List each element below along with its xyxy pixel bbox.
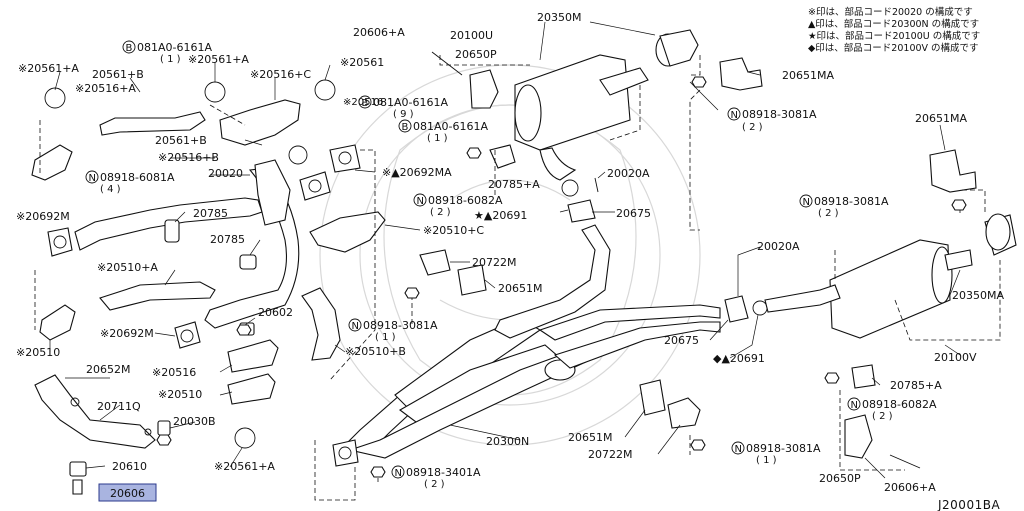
label-20350MA: 20350MA — [952, 289, 1004, 302]
label-20651MA-top: 20651MA — [782, 69, 834, 82]
label-20020: 20020 — [208, 167, 243, 180]
label-20675-mid: 20675 — [664, 334, 699, 347]
guide-lines — [34, 55, 1001, 501]
label-nut-6081: 08918-6081A — [100, 171, 175, 184]
label-20561: ※20561 — [340, 56, 384, 69]
label-20651M-low: 20651M — [568, 431, 612, 444]
legend-line-2: ▲印は、部品コード20300N の構成です — [808, 18, 979, 30]
label-20510-low: ※20510 — [158, 388, 202, 401]
label-20561B-1: 20561+B — [92, 68, 144, 81]
label-20691-top: ★▲20691 — [474, 209, 527, 222]
label-20650P-low: 20650P — [819, 472, 861, 485]
label-20561A-low: ※20561+A — [214, 460, 275, 473]
label-20510A: ※20510+A — [97, 261, 158, 274]
label-20652M: 20652M — [86, 363, 130, 376]
label-20691-mid: ◆▲20691 — [713, 352, 765, 365]
label-nut-3081-top: 08918-3081A — [742, 108, 817, 121]
label-20692MA: ※▲20692MA — [382, 166, 452, 179]
label-nut-3081-right: 08918-3081A — [814, 195, 889, 208]
label-20711Q: 20711Q — [97, 400, 141, 413]
nut-marker-6082-right: N — [851, 400, 858, 411]
label-20675-top: 20675 — [616, 207, 651, 220]
label-nut-6082-top-qty: ( 2 ) — [430, 207, 451, 218]
label-nut-3081-mid: 08918-3081A — [363, 319, 438, 332]
label-20785-1: 20785 — [193, 207, 228, 220]
label-20602: 20602 — [258, 306, 293, 319]
label-20722M-low: 20722M — [588, 448, 632, 461]
label-bolt-081A0-3: 081A0-6161A — [413, 120, 488, 133]
label-20785A-right: 20785+A — [890, 379, 942, 392]
bolt-marker-3: B — [402, 122, 409, 133]
label-nut-3401-qty: ( 2 ) — [424, 479, 445, 490]
label-bolt-qty-3: ( 1 ) — [427, 133, 448, 144]
diagram-code: J20001BA — [937, 498, 1000, 511]
label-20651MA-right: 20651MA — [915, 112, 967, 125]
label-20610: 20610 — [112, 460, 147, 473]
label-nut-3081-right-qty: ( 2 ) — [818, 208, 839, 219]
label-nut-3081-mid-qty: ( 1 ) — [375, 332, 396, 343]
label-20561A-1: ※20561+A — [18, 62, 79, 75]
nut-marker-mid: N — [352, 321, 359, 332]
nut-marker-6082-top: N — [417, 196, 424, 207]
label-20651M-mid: 20651M — [498, 282, 542, 295]
label-20785-2: 20785 — [210, 233, 245, 246]
label-20030B: 20030B — [173, 415, 216, 428]
label-nut-6082-top: 08918-6082A — [428, 194, 503, 207]
label-20510B: ※20510+B — [345, 345, 406, 358]
legend-line-4: ◆印は、部品コード20100V の構成です — [808, 42, 979, 54]
label-20516-low: ※20516 — [152, 366, 196, 379]
label-bolt-qty-1: ( 1 ) — [160, 54, 181, 65]
highlight-20606-box — [98, 483, 157, 502]
fastener-markers — [156, 76, 967, 478]
label-20561A-2: ※20561+A — [188, 53, 249, 66]
nut-marker-right: N — [803, 197, 810, 208]
label-nut-3081-low: 08918-3081A — [746, 442, 821, 455]
label-20606A-low: 20606+A — [884, 481, 936, 494]
label-bolt-qty-2: ( 9 ) — [393, 109, 414, 120]
nut-marker-3401: N — [395, 468, 402, 479]
label-mark-20516-top: ※20516 — [343, 97, 383, 108]
label-20020A-top: 20020A — [607, 167, 650, 180]
legend: ※印は、部品コード20020 の構成です ▲印は、部品コード20300N の構成… — [808, 6, 980, 54]
label-20516A: ※20516+A — [75, 82, 136, 95]
label-20020A-mid: 20020A — [757, 240, 800, 253]
label-20510-left: ※20510 — [16, 346, 60, 359]
nut-marker-top: N — [731, 110, 738, 121]
bolt-marker-1: B — [126, 43, 133, 54]
label-bolt-081A0-2: 081A0-6161A — [373, 96, 448, 109]
label-20650P-top: 20650P — [455, 48, 497, 61]
label-20516B: ※20516+B — [158, 151, 219, 164]
label-20606A-top: 20606+A — [353, 26, 405, 39]
label-20100U: 20100U — [450, 29, 493, 42]
parts-drawing — [31, 29, 1017, 495]
label-20350M: 20350M — [537, 11, 581, 24]
bolt-marker-2: B — [362, 98, 369, 109]
label-nut-6081-qty: ( 4 ) — [100, 184, 121, 195]
label-nut-6082-right: 08918-6082A — [862, 398, 937, 411]
label-nut-6082-right-qty: ( 2 ) — [872, 411, 893, 422]
label-20692M-left: ※20692M — [16, 210, 70, 223]
label-bolt-081A0-1: 081A0-6161A — [137, 41, 212, 54]
legend-line-1: ※印は、部品コード20020 の構成です — [808, 6, 973, 18]
part-labels: ※20561+A 20561+B ※20516+A B 081A0-6161A … — [16, 11, 1004, 511]
label-20561B-2: 20561+B — [155, 134, 207, 147]
label-nut-3401: 08918-3401A — [406, 466, 481, 479]
nut-marker-low: N — [735, 444, 742, 455]
label-20516C: ※20516+C — [250, 68, 311, 81]
label-20100V: 20100V — [934, 351, 977, 364]
label-20510C: ※20510+C — [423, 224, 484, 237]
leader-lines — [49, 21, 963, 479]
label-20692M-mid: ※20692M — [100, 327, 154, 340]
label-nut-3081-low-qty: ( 1 ) — [756, 455, 777, 466]
nut-marker-6081: N — [89, 173, 96, 184]
label-20785A-top: 20785+A — [488, 178, 540, 191]
label-20722M-top: 20722M — [472, 256, 516, 269]
legend-line-3: ★印は、部品コード20100U の構成です — [808, 30, 980, 42]
label-20606-highlighted: 20606 — [110, 487, 145, 500]
label-nut-3081-top-qty: ( 2 ) — [742, 122, 763, 133]
label-20300N: 20300N — [486, 435, 529, 448]
